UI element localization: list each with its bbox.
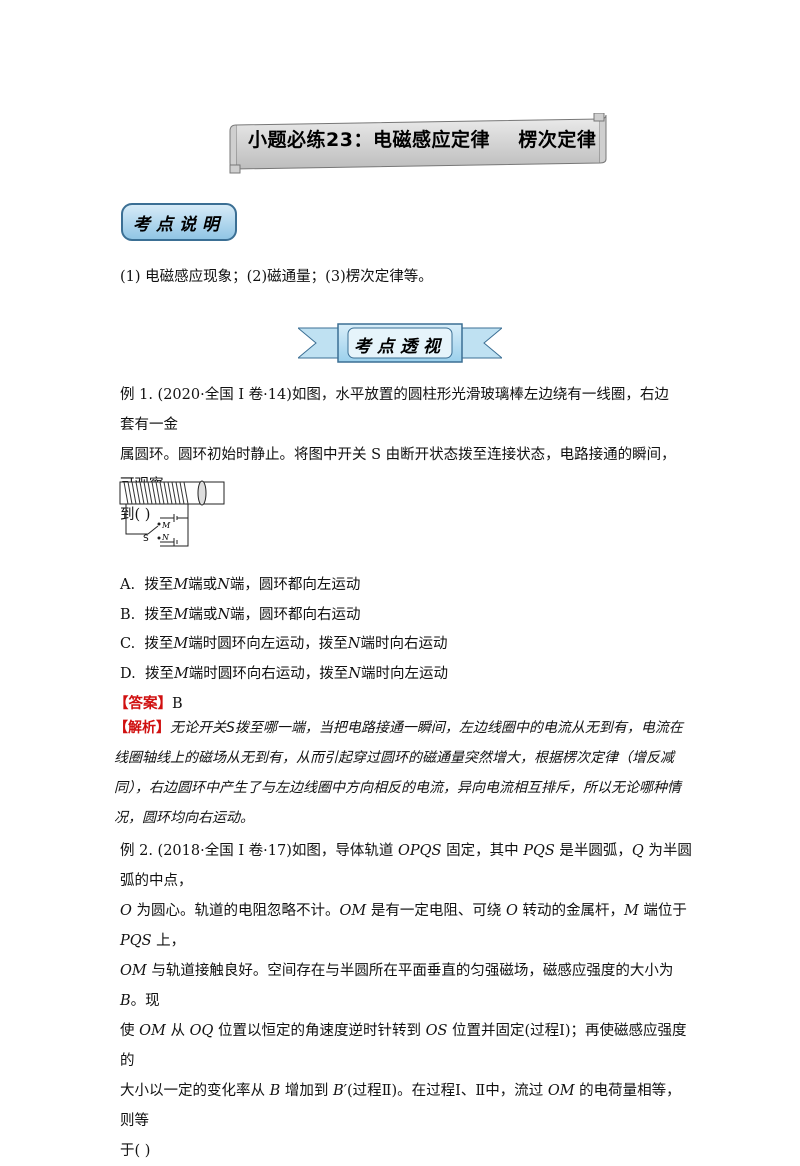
badge-shape [121,203,237,241]
terminal-n-label: N [161,533,170,542]
section-badge-explanation: 考点说明 [120,202,238,242]
answer-value: B [172,696,183,712]
question-line: 到( ) [120,507,151,523]
option-a: A. 拨至M端或N端，圆环都向左运动 [120,577,361,593]
example-1-question: 例 1. (2020·全国 I 卷·14)如图，水平放置的圆柱形光滑玻璃棒左边绕… [120,380,680,530]
badge-label: 考点透视 [354,337,446,357]
option-c: C. 拨至M端时圆环向左运动，拨至N端时向右运动 [120,636,448,652]
page-title: 小题必练23：电磁感应定律 楞次定律 [248,129,597,151]
coil-circuit-figure: S M N [118,478,228,554]
answer-line: 【答案】B [114,692,183,713]
answer-tag: 【答案】 [114,695,172,712]
analysis-block: 【解析】无论开关S拨至哪一端，当把电路接通一瞬间，左边线圈中的电流从无到有，电流… [114,720,683,826]
example-2-question: 例 2. (2018·全国 I 卷·17)如图，导体轨道 OPQS 固定，其中 … [120,836,692,1166]
question-line: OM 与轨道接触良好。空间存在与半圆所在平面垂直的匀强磁场，磁感应强度的大小为 … [120,963,674,1009]
switch-label: S [143,534,149,544]
ribbon-shape [298,323,502,363]
intro-text: (1) 电磁感应现象；(2)磁通量；(3)楞次定律等。 [120,269,433,285]
coil-diagram: S M N [119,480,225,547]
section-badge-perspective: 考点透视 [298,322,502,364]
terminal-m-label: M [161,521,171,530]
analysis-tag: 【解析】 [114,720,170,736]
question-line: 例 2. (2018·全国 I 卷·17)如图，导体轨道 OPQS 固定，其中 … [120,843,692,889]
question-line: 于( ) [120,1143,151,1159]
question-line: 使 OM 从 OQ 位置以恒定的角速度逆时针转到 OS 位置并固定(过程Ⅰ)；再… [120,1023,687,1069]
question-line: 例 1. (2020·全国 I 卷·14)如图，水平放置的圆柱形光滑玻璃棒左边绕… [120,387,669,433]
title-banner: 小题必练23：电磁感应定律 楞次定律 [228,113,608,175]
option-b: B. 拨至M端或N端，圆环都向右运动 [120,607,361,623]
scroll-banner-shape [229,113,607,174]
badge-label: 考点说明 [133,215,225,235]
option-d: D. 拨至M端时圆环向右运动，拨至N端时向左运动 [120,666,448,682]
question-line: O 为圆心。轨道的电阻忽略不计。OM 是有一定电阻、可绕 O 转动的金属杆，M … [120,903,687,949]
question-line: 大小以一定的变化率从 B 增加到 B′(过程Ⅱ)。在过程Ⅰ、Ⅱ中，流过 OM 的… [120,1083,681,1129]
